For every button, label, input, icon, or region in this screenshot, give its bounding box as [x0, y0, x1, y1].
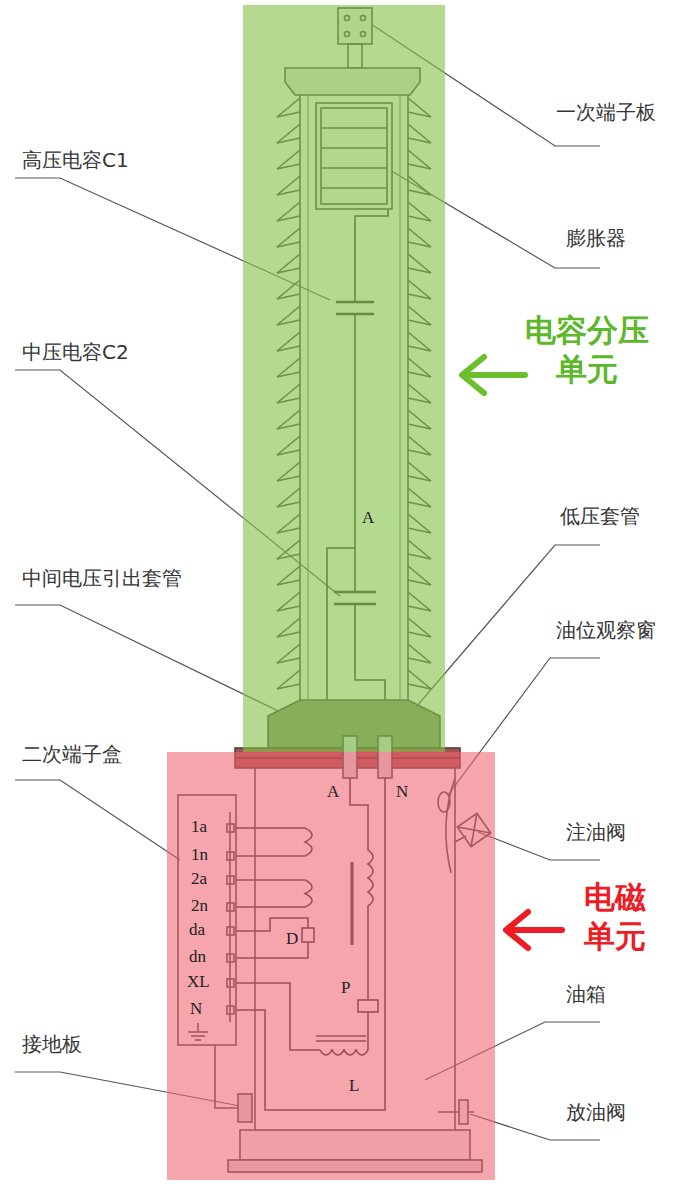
part-label: 低压套管: [560, 504, 640, 528]
terminal-label: XL: [187, 972, 210, 992]
terminal-label: 2n: [191, 896, 208, 916]
part-label: 一次端子板: [556, 100, 656, 124]
terminal-label: 1n: [191, 845, 208, 865]
part-label: 二次端子盒: [22, 742, 122, 766]
part-label: 中压电容C2: [22, 340, 129, 364]
part-label: 放油阀: [566, 1100, 626, 1124]
terminal-label: L: [349, 1076, 359, 1096]
terminal-label: da: [189, 920, 205, 940]
terminal-label: D: [286, 929, 298, 949]
part-label: 高压电容C1: [22, 148, 129, 172]
part-label: 接地板: [22, 1032, 82, 1056]
terminal-label: A: [327, 782, 339, 802]
part-label: 膨胀器: [566, 226, 626, 250]
part-label: 油位观察窗: [556, 618, 656, 642]
band-heading: 电磁单元: [577, 878, 653, 956]
part-label: 中间电压引出套管: [22, 566, 182, 590]
capacitor-divider-band: 电容分压单元: [243, 5, 445, 752]
terminal-label: 2a: [191, 869, 207, 889]
terminal-label: A: [362, 508, 374, 528]
band-heading: 电容分压单元: [517, 311, 657, 389]
terminal-label: dn: [189, 947, 206, 967]
terminal-label: 1a: [191, 817, 207, 837]
part-label: 油箱: [566, 982, 606, 1006]
terminal-label: N: [396, 782, 408, 802]
terminal-label: P: [341, 978, 350, 998]
electromagnetic-unit-band: 电磁单元: [167, 752, 495, 1180]
terminal-label: N: [190, 999, 202, 1019]
part-label: 注油阀: [566, 820, 626, 844]
